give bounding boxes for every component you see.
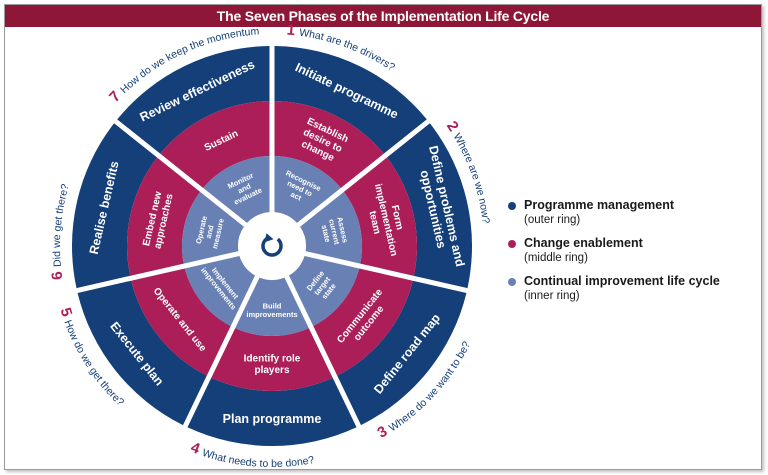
- middle-segment-embed-new-approaches: [127, 157, 201, 276]
- legend-item-programme-management: Programme management (outer ring): [508, 198, 758, 227]
- outer-segment-plan-programme: [187, 377, 357, 447]
- inner-segment-monitor-and-evaluate: [203, 156, 270, 223]
- outer-segment-review-effectiveness: [117, 46, 270, 154]
- phase-number: 4: [188, 439, 205, 459]
- legend-dot-outer: [508, 202, 516, 210]
- inner-segment-define-target-state: [288, 255, 360, 326]
- outer-segment-initiate-programme: [274, 46, 427, 154]
- phase-question-text: Did we get there?: [51, 182, 72, 267]
- inner-label: Assesscurrentstate: [319, 216, 350, 248]
- legend-sub-label: (middle ring): [524, 252, 588, 264]
- outer-ring: [71, 46, 472, 447]
- phase-question-text: What needs to be done?: [201, 447, 316, 470]
- legend-sub-label: (inner ring): [524, 290, 580, 302]
- inner-segment-build-improvements: [235, 277, 309, 337]
- middle-segment-establish-desire-to-change: [274, 101, 384, 188]
- phase-number: 5: [57, 306, 77, 323]
- outer-segment-execute-plan: [77, 280, 207, 426]
- outer-label: Plan programme: [223, 412, 322, 426]
- middle-segment-identify-role-players: [211, 328, 333, 391]
- outer-segment-define-problems-and-opportunities: [386, 123, 472, 289]
- inner-segment-operate-and-measure: [181, 191, 244, 264]
- hub-disc: [252, 226, 292, 266]
- middle-ring: [127, 101, 417, 391]
- phase-question-6: 6 Did we get there?: [48, 182, 72, 280]
- legend-label: Change enablement: [524, 236, 643, 250]
- middle-segment-form-implementation-team: [343, 157, 417, 276]
- inner-ring: [181, 156, 363, 337]
- hub: [252, 226, 292, 266]
- cycle-arrowhead-icon: [264, 233, 274, 243]
- legend-dot-inner: [508, 278, 516, 286]
- phase-number: 1: [286, 21, 300, 39]
- outer-segment-realise-benefits: [71, 123, 158, 289]
- legend-item-change-enablement: Change enablement (middle ring): [508, 236, 758, 265]
- legend-sub-label: (outer ring): [524, 214, 581, 226]
- legend-item-continual-improvement: Continual improvement life cycle (inner …: [508, 274, 758, 303]
- legend-label: Programme management: [524, 198, 675, 212]
- legend-label: Continual improvement life cycle: [524, 274, 720, 288]
- inner-segment-recognise-need-to-act: [274, 156, 341, 223]
- outer-segment-define-road-map: [337, 280, 467, 426]
- phase-number: 6: [48, 266, 66, 281]
- legend-dot-middle: [508, 240, 516, 248]
- middle-segment-communicate-outcome: [313, 268, 413, 376]
- legend: Programme management (outer ring) Change…: [508, 198, 758, 312]
- cycle-arrow-icon: [261, 236, 283, 257]
- middle-segment-operate-and-use: [131, 268, 231, 376]
- diagram-title: The Seven Phases of the Implementation L…: [5, 5, 761, 27]
- middle-segment-sustain: [160, 101, 270, 188]
- inner-segment-implement-improvements: [184, 255, 256, 326]
- inner-segment-assess-current-state: [300, 191, 363, 264]
